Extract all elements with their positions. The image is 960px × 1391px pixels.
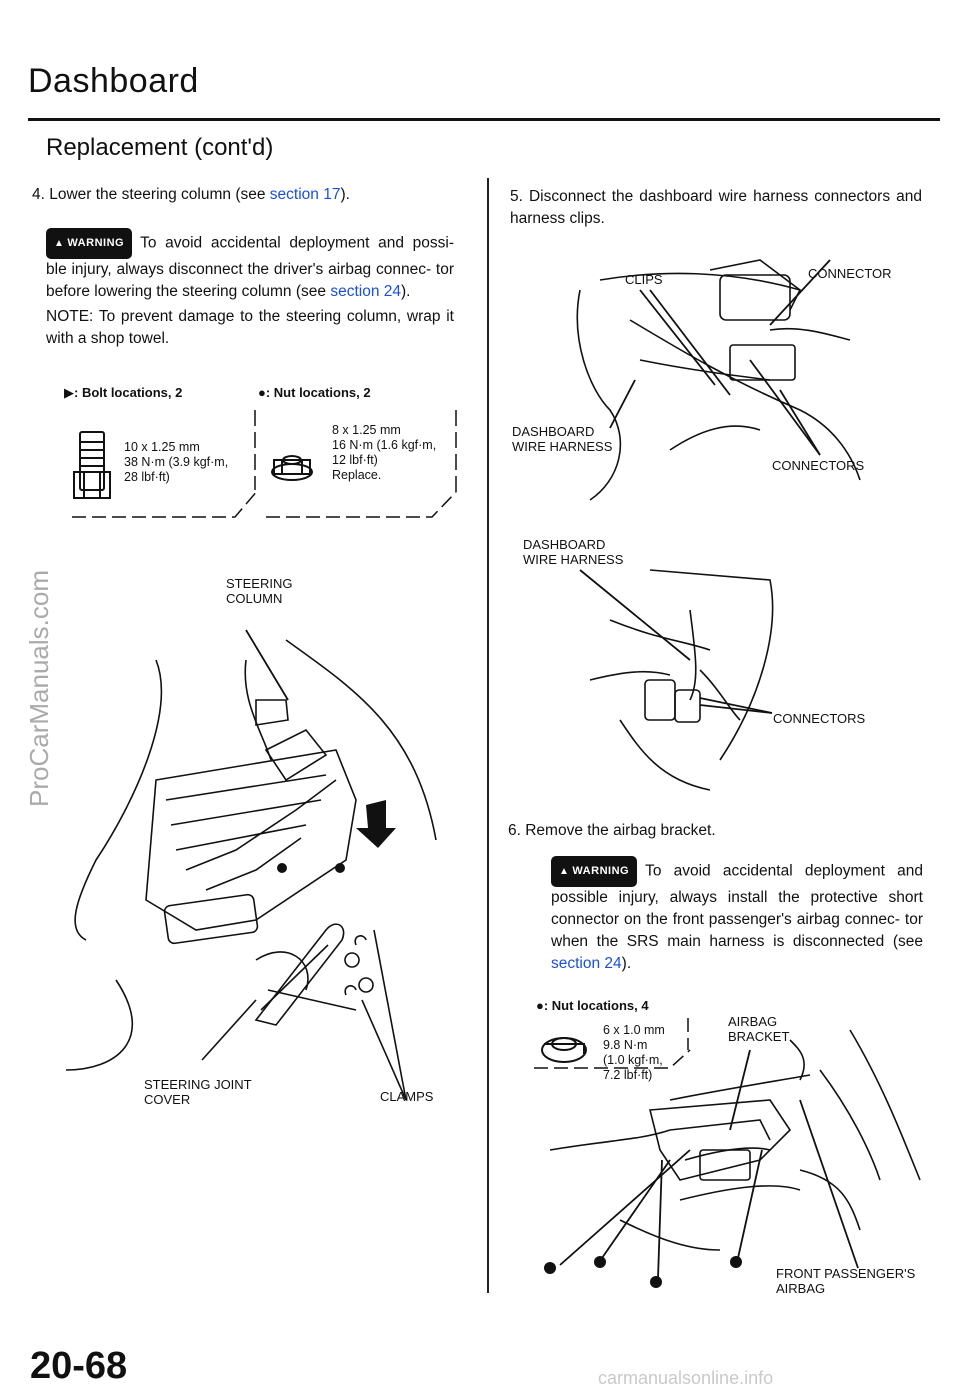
bolt-icon <box>73 431 111 499</box>
footer-site: carmanualsonline.info <box>598 1368 774 1388</box>
side-watermark: ProCarManuals.com <box>24 570 54 807</box>
warning-triangle-icon: ▲ <box>54 238 65 249</box>
section-17-link[interactable]: section 17 <box>269 186 341 203</box>
direction-arrow-icon <box>356 800 396 848</box>
step-4-note: NOTE: To prevent damage to the steering … <box>46 308 454 347</box>
bolt-locations-header: ▶: Bolt locations, 2 <box>64 385 183 400</box>
harness-connectors-illustration <box>576 259 861 501</box>
warning-badge: ▲WARNING <box>46 228 133 259</box>
connectors-label-b: CONNECTORS <box>773 711 866 726</box>
step-6: 6. Remove the airbag bracket. <box>508 822 716 839</box>
page-subtitle: Replacement (cont'd) <box>46 134 274 161</box>
page-number: 20-68 <box>30 1345 128 1387</box>
flange-nut-icon <box>271 455 313 481</box>
clamps-label: CLAMPS <box>380 1089 434 1104</box>
warning-badge: ▲WARNING <box>551 856 638 887</box>
bolt-spec: 10 x 1.25 mm 38 N·m (3.9 kgf·m, 28 lbf·f… <box>124 440 229 484</box>
nut-locations-4-header: ●: Nut locations, 4 <box>536 998 649 1013</box>
warning-triangle-icon: ▲ <box>559 866 570 877</box>
section-24-link[interactable]: section 24 <box>330 283 401 300</box>
steering-column-illustration <box>65 629 437 1101</box>
flange-nut-icon <box>541 1037 587 1063</box>
step-5: 5. Disconnect the dashboard wire harness… <box>510 188 922 227</box>
section-24-link[interactable]: section 24 <box>551 955 622 972</box>
nut-spec: 8 x 1.25 mm 16 N·m (1.6 kgf·m, 12 lbf·ft… <box>332 423 437 482</box>
title-rule <box>28 118 940 121</box>
connectors-label-a: CONNECTORS <box>772 458 865 473</box>
nut-locations-markers <box>544 1256 742 1288</box>
column-divider <box>487 178 489 1293</box>
nut-locations-markers <box>277 863 345 873</box>
nut-locations-header: ●: Nut locations, 2 <box>258 385 371 400</box>
harness-connectors-detail-illustration <box>579 569 774 791</box>
airbag-bracket-illustration <box>534 1018 921 1288</box>
step-4: 4. Lower the steering column (see sectio… <box>32 186 350 203</box>
nut4-spec: 6 x 1.0 mm 9.8 N·m (1.0 kgf·m, 7.2 lbf·f… <box>603 1023 665 1082</box>
page-title: Dashboard <box>28 62 199 100</box>
fastener-legend-graphic <box>72 410 457 518</box>
connector-label: CONNECTOR <box>808 266 892 281</box>
steering-joint-cover-part <box>254 923 374 1026</box>
